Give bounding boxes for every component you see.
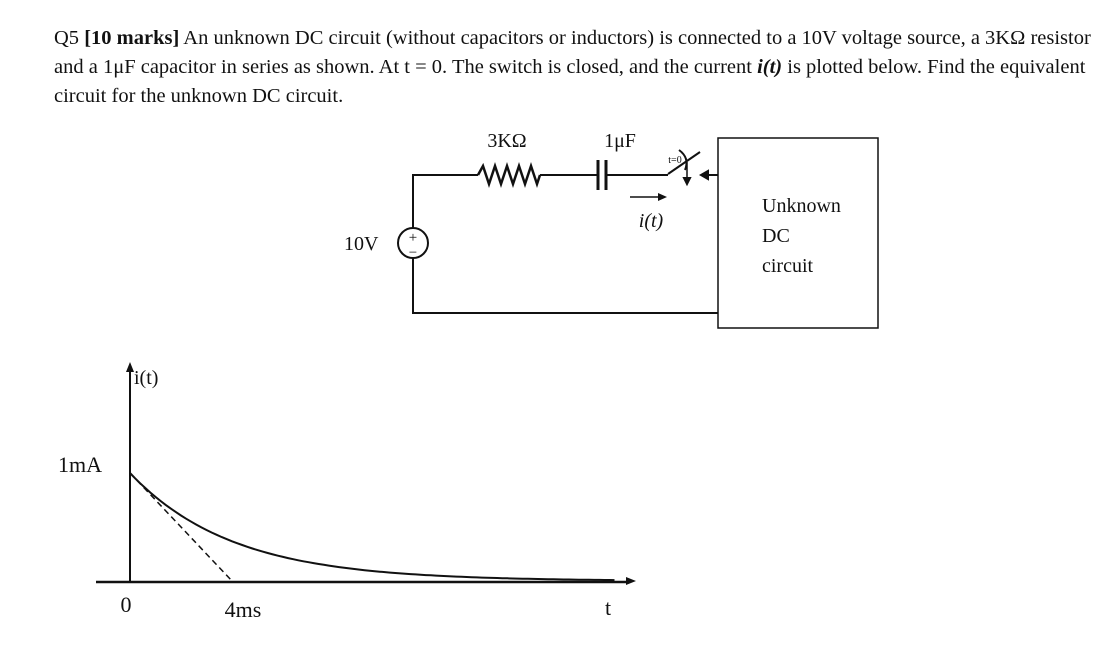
y-axis-label: i(t) — [134, 367, 158, 389]
current-symbol: i(t) — [757, 56, 783, 78]
question-text: Q5 [10 marks] An unknown DC circuit (wit… — [54, 24, 1094, 111]
wire-arrowhead — [698, 169, 709, 181]
switch-label: t=0 — [668, 155, 681, 166]
switch-arrowhead — [682, 177, 692, 187]
unknown-circuit-box — [717, 137, 879, 329]
x-axis-arrowhead — [626, 577, 636, 585]
current-plot: i(t) 1mA 0 4ms t — [58, 362, 636, 622]
source-minus: − — [409, 245, 417, 261]
question-marks: [10 marks] — [84, 27, 180, 49]
source-label: 10V — [344, 233, 379, 255]
decay-curve — [129, 472, 615, 582]
question-number: Q5 — [54, 27, 80, 49]
x-tick-label: 0 — [121, 592, 132, 617]
current-arrowhead — [658, 193, 667, 201]
resistor — [476, 162, 542, 188]
x-axis-label: t — [605, 595, 611, 620]
switch-arc — [678, 149, 688, 171]
resistor-label: 3KΩ — [487, 130, 526, 152]
wire-top-left — [412, 174, 478, 228]
x-tick-label: 4ms — [225, 597, 262, 622]
box-line: Unknown — [762, 195, 841, 217]
tangent-dashed-line — [129, 472, 233, 582]
box-line: circuit — [762, 255, 814, 277]
switch-blade — [667, 151, 701, 175]
question-body-end: is plotted below. Find the equivalent ci… — [54, 56, 1086, 107]
wire-bottom — [412, 258, 718, 314]
current-label: i(t) — [639, 210, 664, 232]
y-tick-label: 1mA — [58, 452, 102, 477]
source-plus: + — [409, 230, 417, 246]
y-axis-arrowhead — [126, 362, 134, 372]
box-line: DC — [762, 225, 790, 247]
capacitor-label: 1μF — [604, 130, 636, 152]
circuit-diagram — [397, 137, 879, 329]
question-body: An unknown DC circuit (without capacitor… — [54, 27, 1091, 78]
